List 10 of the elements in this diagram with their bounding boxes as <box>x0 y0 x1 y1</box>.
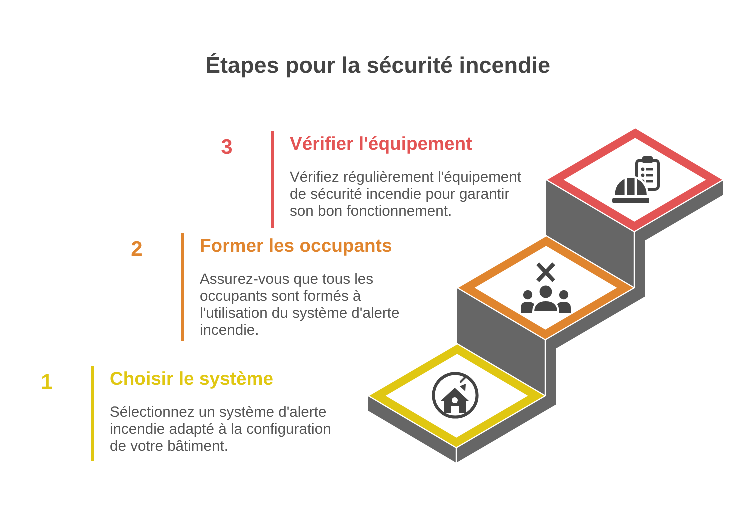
step-heading: Choisir le système <box>110 368 274 390</box>
step-description: Assurez-vous que tous les occupants sont formés à l'utilisation du système d'alerte incendie. <box>200 272 401 340</box>
step-heading: Former les occupants <box>200 235 394 257</box>
step-description: Sélectionnez un système d'alerte incendie adapté à la configuration de votre bâtiment. <box>110 405 332 456</box>
step-number: 2 <box>130 238 144 262</box>
step-description: Vérifiez régulièrement l'équipement de sécurité incendie pour garantir son bon fonctionnement. <box>290 170 522 221</box>
step-number: 1 <box>40 371 54 395</box>
step-heading: Vérifier l'équipement <box>290 133 474 155</box>
diagram-title: Étapes pour la sécurité incendie <box>204 52 552 80</box>
step-number: 3 <box>220 136 234 160</box>
